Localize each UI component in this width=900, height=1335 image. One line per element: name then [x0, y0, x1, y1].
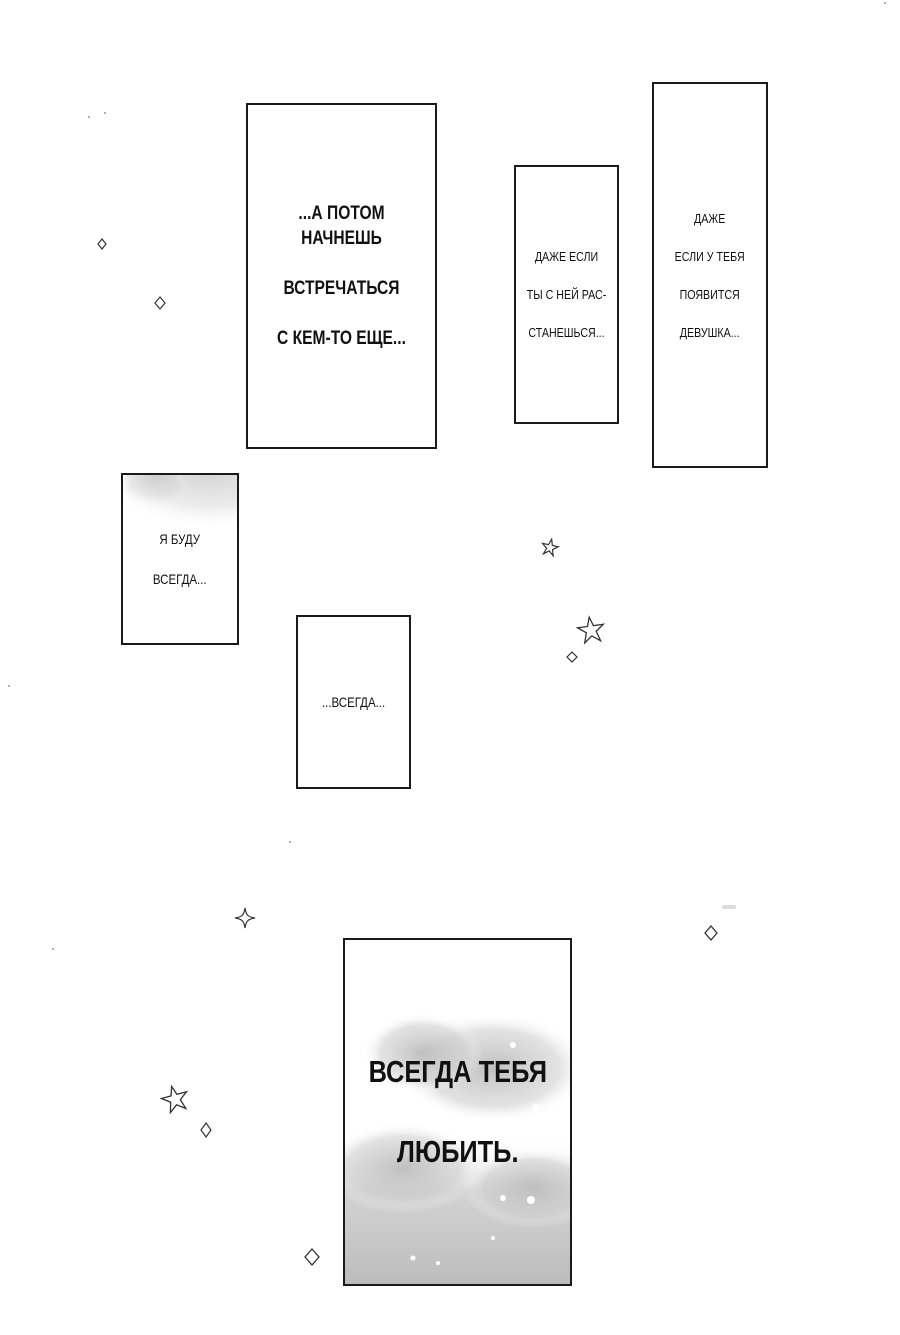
diamond-outline-icon: [304, 1248, 320, 1266]
panel-caption: Я БУДУ ВСЕГДА...: [153, 509, 207, 609]
caption-line: ТЫ С НЕЙ РАС-: [526, 287, 607, 302]
caption-line: ЛЮБИТЬ.: [396, 1134, 519, 1169]
diamond-outline-icon: [704, 925, 718, 941]
speck: [88, 116, 90, 118]
caption-line: ЕСЛИ У ТЕБЯ: [674, 248, 746, 264]
caption-line: ...ВСЕГДА...: [321, 694, 386, 710]
caption-line: СТАНЕШЬСЯ...: [528, 325, 605, 340]
diamond-outline-icon: [566, 651, 578, 663]
star-outline-icon: [541, 537, 560, 557]
star-outline-icon: [160, 1084, 189, 1114]
panel-even-if-you-get-girlfriend: ДАЖЕ ЕСЛИ У ТЕБЯ ПОЯВИТСЯ ДЕВУШКА...: [652, 82, 768, 468]
speck: [104, 112, 106, 114]
diamond-outline-icon: [97, 238, 107, 250]
speck: [8, 685, 10, 687]
caption-line: ПОЯВИТСЯ: [679, 286, 741, 302]
panel-then-you-start-dating: ...А ПОТОМ НАЧНЕШЬ ВСТРЕЧАТЬСЯ С КЕМ-ТО …: [246, 103, 437, 449]
caption-line: ДАЖЕ ЕСЛИ: [534, 249, 599, 264]
caption-line: ВСЕГДА ТЕБЯ: [368, 1054, 547, 1089]
panel-even-if-you-break-up: ДАЖЕ ЕСЛИ ТЫ С НЕЙ РАС- СТАНЕШЬСЯ...: [514, 165, 619, 424]
caption-line: ВСТРЕЧАТЬСЯ: [283, 278, 400, 299]
panel-caption: ВСЕГДА ТЕБЯ ЛЮБИТЬ.: [368, 1012, 546, 1212]
diamond-outline-icon: [200, 1122, 212, 1138]
caption-line: С КЕМ-ТО ЕЩЕ...: [277, 328, 406, 349]
caption-line: ДЕВУШКА...: [680, 324, 740, 340]
panel-caption: ДАЖЕ ЕСЛИ ТЫ С НЕЙ РАС- СТАНЕШЬСЯ...: [527, 228, 607, 361]
speck: [884, 2, 886, 4]
star-outline-icon: [234, 907, 256, 929]
panel-i-will-always: Я БУДУ ВСЕГДА...: [121, 473, 239, 645]
speck: [52, 948, 54, 950]
speck: [722, 905, 736, 909]
diamond-outline-icon: [154, 296, 166, 310]
caption-line: ВСЕГДА...: [153, 571, 207, 587]
panel-caption: ...А ПОТОМ НАЧНЕШЬ ВСТРЕЧАТЬСЯ С КЕМ-ТО …: [265, 176, 418, 376]
panel-always-love-you: ВСЕГДА ТЕБЯ ЛЮБИТЬ.: [343, 938, 572, 1286]
panel-always: ...ВСЕГДА...: [296, 615, 411, 789]
caption-line: Я БУДУ: [159, 531, 201, 547]
caption-line: ДАЖЕ: [694, 210, 726, 226]
caption-line: ...А ПОТОМ НАЧНЕШЬ: [298, 203, 385, 249]
speck: [289, 841, 291, 843]
star-outline-icon: [576, 615, 606, 645]
panel-caption: ДАЖЕ ЕСЛИ У ТЕБЯ ПОЯВИТСЯ ДЕВУШКА...: [675, 190, 745, 361]
panel-caption: ...ВСЕГДА...: [322, 672, 385, 732]
